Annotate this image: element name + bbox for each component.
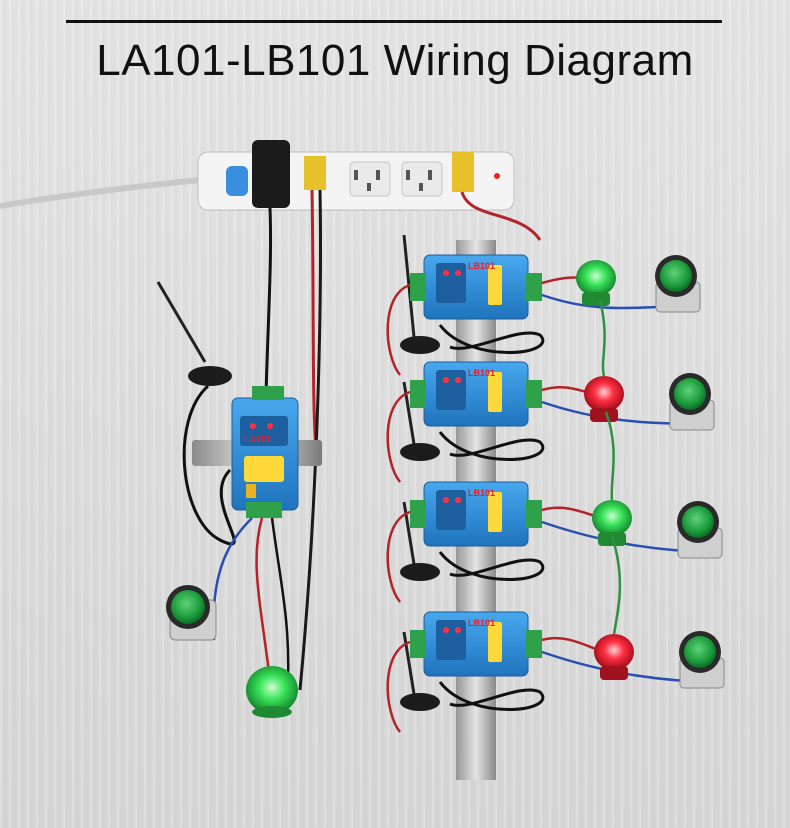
mains-cord [0,177,201,209]
receiver-indicator-lamp [592,500,632,536]
transmitter-indicator-lamp [246,666,298,718]
receiver-label: LB101 [468,488,495,498]
receiver-label: LB101 [468,618,495,628]
receiver-push-button [660,260,692,292]
wire-plug-black-1 [298,189,322,691]
receiver-push-button [682,506,714,538]
receiver-3: LB101 [386,481,723,603]
receiver-antenna-base [400,693,440,711]
receiver-2: LB101 [386,361,715,483]
power-strip [197,140,515,211]
tx-antenna-base [188,366,232,386]
receiver-indicator-lamp [576,260,616,296]
lamp-link-wire [598,299,622,635]
wire-plug-red-2 [460,191,542,241]
receiver-antenna-base [400,443,440,461]
wire-adapter-black [264,207,273,396]
title-rule [66,20,722,23]
transmitter-module: LA101 [231,386,299,518]
receiver-antenna-base [400,563,440,581]
transmitter-label: LA101 [244,434,271,444]
receiver-antenna-base [400,336,440,354]
receiver-indicator-lamp [584,376,624,412]
diagram-title: LA101-LB101 Wiring Diagram [96,36,694,85]
tx-antenna [156,281,207,363]
receiver-push-button [684,636,716,668]
receiver-label: LB101 [468,368,495,378]
receiver-label: LB101 [468,261,495,271]
receiver-1: LB101 [386,234,701,376]
receiver-push-button [674,378,706,410]
receiver-indicator-lamp [594,634,634,670]
transmitter-push-button [166,585,217,641]
receiver-4: LB101 [386,611,725,733]
wire-plug-red-1 [310,189,318,451]
